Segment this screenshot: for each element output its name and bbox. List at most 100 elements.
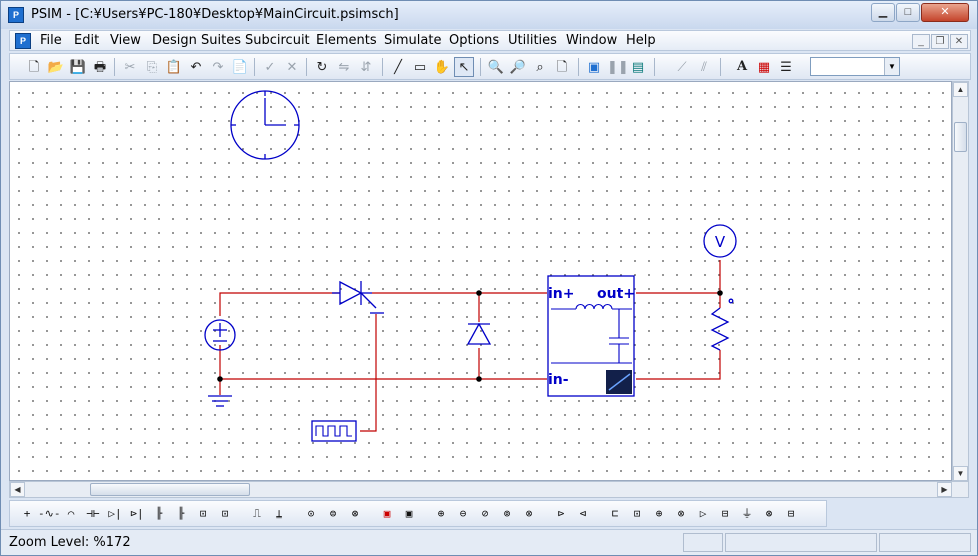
thyristor-element-icon[interactable]: ⊳| [130, 507, 144, 520]
menu-help[interactable]: Help [626, 33, 656, 48]
mdi-minimize-button[interactable]: _ [912, 34, 930, 49]
graph-icon[interactable]: ▣ [405, 507, 413, 520]
redo-icon[interactable]: ↷ [212, 59, 224, 74]
scroll-right-arrow-icon[interactable]: ▶ [937, 482, 952, 497]
menu-subcircuit[interactable]: Subcircuit [245, 33, 310, 48]
schematic-canvas[interactable]: in+ out+ in- [9, 81, 952, 481]
fit-page-icon[interactable]: 🗋 [556, 59, 568, 74]
maximize-button[interactable]: □ [896, 3, 920, 22]
copy-icon[interactable]: ⎘ [146, 59, 158, 74]
clock-element[interactable] [230, 90, 300, 160]
comparator-icon[interactable]: ⊳ [557, 507, 565, 520]
multi-probe-icon[interactable]: ⫽ [701, 59, 707, 74]
limiter-icon[interactable]: ⊕ [655, 507, 663, 520]
mdi-restore-button[interactable]: ❐ [931, 34, 949, 49]
sine-source-icon[interactable]: ⊛ [351, 507, 359, 520]
thyristor[interactable] [332, 280, 384, 314]
check-icon[interactable]: ✓ [264, 59, 276, 74]
label-element-icon[interactable]: ⊏ [611, 507, 619, 520]
voltmeter[interactable]: V [703, 224, 737, 258]
ground-element-icon[interactable]: ⏚ [741, 507, 753, 520]
meter-current-icon[interactable]: ⊖ [459, 507, 467, 520]
cancel-icon[interactable]: ✕ [286, 59, 298, 74]
flip-horizontal-icon[interactable]: ⇋ [338, 59, 350, 74]
vertical-scroll-thumb[interactable] [954, 122, 967, 152]
select-pointer-icon[interactable]: ↖ [454, 57, 474, 77]
ground-symbol[interactable] [208, 395, 232, 407]
menu-simulate[interactable]: Simulate [384, 33, 442, 48]
voltage-sensor-icon[interactable]: ⊛ [765, 507, 773, 520]
menu-window[interactable]: Window [566, 33, 618, 48]
menu-elements[interactable]: Elements [316, 33, 377, 48]
zoom-in-icon[interactable]: 🔍 [487, 59, 505, 74]
switch-module-icon[interactable]: ⊡ [199, 507, 207, 520]
flip-vertical-icon[interactable]: ⇵ [360, 59, 372, 74]
document-icon[interactable]: P [15, 33, 31, 49]
meter-power-icon[interactable]: ⊘ [481, 507, 489, 520]
pause-icon[interactable]: ❚❚ [607, 59, 629, 74]
gating-block-icon[interactable]: ⎍ [253, 507, 261, 520]
scroll-left-arrow-icon[interactable]: ◀ [10, 482, 25, 497]
properties-icon[interactable]: ☰ [780, 59, 792, 74]
menu-view[interactable]: View [110, 33, 141, 48]
label-tool-icon[interactable]: ▭ [413, 59, 427, 74]
print-icon[interactable]: 🖶 [93, 59, 107, 74]
voltage-probe-icon[interactable]: ⊙ [307, 507, 315, 520]
gating-block[interactable] [311, 420, 357, 442]
wire-tool-icon[interactable]: ╱ [394, 59, 402, 74]
probe-icon[interactable]: ⟋ [677, 59, 687, 74]
freewheel-diode[interactable] [466, 322, 492, 345]
scroll-down-arrow-icon[interactable]: ▼ [953, 466, 968, 481]
undo-icon[interactable]: ↶ [190, 59, 202, 74]
mdi-close-button[interactable]: ✕ [950, 34, 968, 49]
lc-filter-subcircuit[interactable]: in+ out+ in- [547, 275, 635, 397]
load-resistor[interactable] [710, 298, 734, 351]
inductor-element-icon[interactable]: ⌒ [67, 507, 75, 520]
transfer-function-icon[interactable]: ⊟ [721, 507, 729, 520]
diode-element-icon[interactable]: ▷| [108, 507, 122, 520]
current-sensor-icon[interactable]: ⊟ [787, 507, 795, 520]
igbt-icon[interactable]: ╟ [177, 507, 185, 520]
minimize-button[interactable]: ▁ [871, 3, 895, 22]
close-button[interactable]: ✕ [921, 3, 969, 22]
save-icon[interactable]: 💾 [69, 59, 87, 74]
text-tool-icon[interactable]: A [736, 59, 748, 74]
new-file-icon[interactable]: 🗋 [28, 59, 40, 74]
toolbar-combo-select[interactable]: ▼ [810, 57, 900, 76]
pan-hand-icon[interactable]: ✋ [433, 59, 451, 74]
menu-utilities[interactable]: Utilities [508, 33, 557, 48]
menu-edit[interactable]: Edit [74, 33, 100, 48]
dc-voltage-source[interactable] [204, 319, 236, 351]
rotate-icon[interactable]: ↻ [316, 59, 328, 74]
bridge-module-icon[interactable]: ⊡ [221, 507, 229, 520]
meter-voltage-icon[interactable]: ⊕ [437, 507, 445, 520]
zoom-out-icon[interactable]: 🔎 [509, 59, 527, 74]
cut-icon[interactable]: ✂ [124, 59, 136, 74]
scroll-up-arrow-icon[interactable]: ▲ [953, 82, 968, 97]
paste-icon[interactable]: 📋 [165, 59, 183, 74]
zoom-area-icon[interactable]: ⌕ [536, 59, 544, 74]
menu-design-suites[interactable]: Design Suites [152, 33, 241, 48]
probe-element-icon[interactable]: ⍊ [275, 507, 283, 520]
vertical-scrollbar[interactable]: ▲ ▼ [952, 81, 969, 482]
opamp-icon[interactable]: ▷ [699, 507, 707, 520]
pi-controller-icon[interactable]: ⊡ [633, 507, 641, 520]
capacitor-element-icon[interactable]: ⊣⊢ [86, 507, 100, 520]
simview-icon[interactable]: ▤ [631, 59, 645, 74]
scope-icon[interactable]: ▣ [383, 507, 391, 520]
element-list-icon[interactable]: ▦ [757, 59, 771, 74]
ac-source-icon[interactable]: ⊜ [329, 507, 337, 520]
horizontal-scrollbar[interactable]: ◀ ▶ [9, 481, 969, 498]
resistor-icon[interactable]: -∿- [38, 507, 61, 520]
clipboard-icon[interactable]: 📄 [231, 59, 249, 74]
open-folder-icon[interactable]: 📂 [47, 59, 65, 74]
multiplier-icon[interactable]: ⊗ [677, 507, 685, 520]
node-icon[interactable]: + [23, 507, 31, 520]
meter-dc-icon[interactable]: ⊗ [525, 507, 533, 520]
meter-ac-icon[interactable]: ⊚ [503, 507, 511, 520]
summer-icon[interactable]: ⊲ [579, 507, 587, 520]
menu-options[interactable]: Options [449, 33, 500, 48]
menu-file[interactable]: File [40, 33, 62, 48]
mosfet-icon[interactable]: ╟ [155, 507, 163, 520]
chevron-down-icon[interactable]: ▼ [884, 58, 899, 75]
